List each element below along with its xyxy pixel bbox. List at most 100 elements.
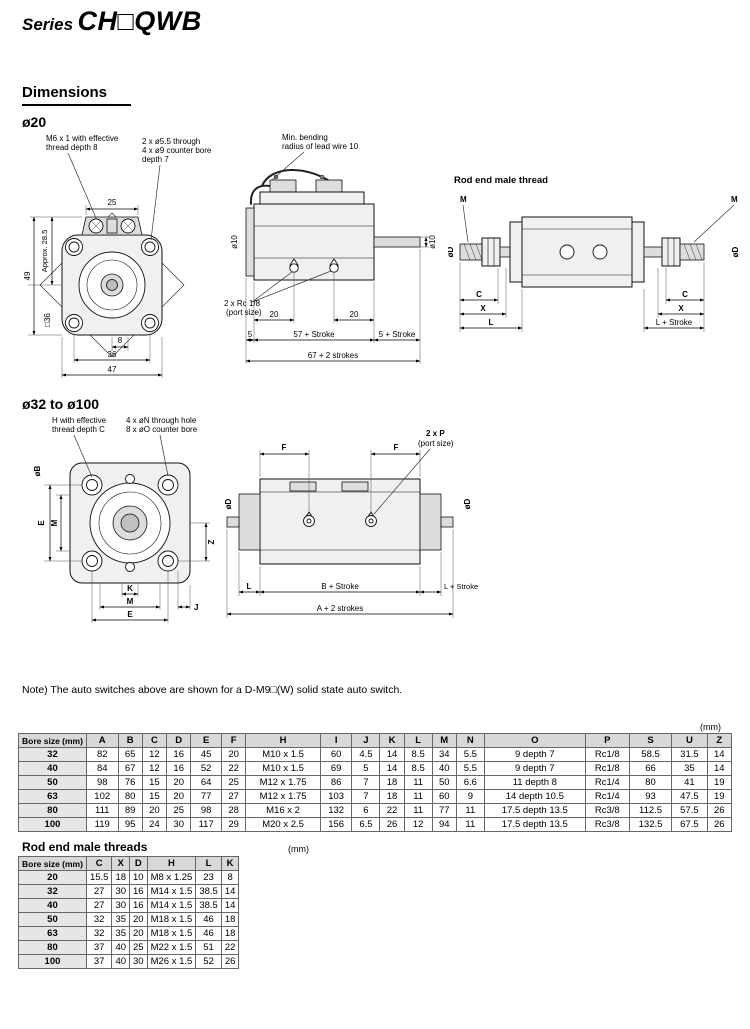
value-cell: 69 xyxy=(319,761,353,776)
value-cell: 156 xyxy=(319,817,353,832)
value-cell: 10 xyxy=(129,870,148,885)
value-cell: Rc1/8 xyxy=(584,747,630,762)
column-header: L xyxy=(195,856,222,871)
value-cell: Rc3/8 xyxy=(584,817,630,832)
holes-note-line3: depth 7 xyxy=(142,155,169,164)
bore-size-cell: 63 xyxy=(18,789,87,804)
value-cell: 30 xyxy=(166,817,192,832)
section-heading-dimensions: Dimensions xyxy=(22,84,132,106)
value-cell: Rc1/4 xyxy=(584,775,630,790)
drawing-bore20-rod-end: Rod end male thread M M øD øD C X L C X … xyxy=(448,175,740,332)
holes-note-line2: 8 x øO counter bore xyxy=(126,425,198,434)
bore-size-cell: 50 xyxy=(18,775,87,790)
value-cell: 67.5 xyxy=(671,817,708,832)
value-cell: 8 xyxy=(220,870,240,885)
value-cell: 14 xyxy=(706,761,733,776)
subsection-bore20: ø20 xyxy=(22,114,47,130)
value-cell: 22 xyxy=(220,761,247,776)
value-cell: 28 xyxy=(220,803,247,818)
value-cell: 45 xyxy=(190,747,222,762)
column-header: Bore size (mm) xyxy=(18,733,87,748)
thread-hole-bottom xyxy=(125,562,135,572)
end-plate-left xyxy=(509,221,523,283)
value-cell: 18 xyxy=(379,775,405,790)
page-title: Series CH□QWB xyxy=(22,6,202,37)
value-cell: 132.5 xyxy=(628,817,673,832)
column-header: C xyxy=(85,856,113,871)
column-header: N xyxy=(455,733,485,748)
value-cell: 11 depth 8 xyxy=(483,775,586,790)
dim-label-approx-28-5: Approx. 28.5 xyxy=(40,230,49,273)
value-cell: 89 xyxy=(117,803,143,818)
value-cell: 98 xyxy=(85,775,119,790)
value-cell: 93 xyxy=(628,789,673,804)
port xyxy=(289,263,299,273)
value-cell: 4.5 xyxy=(351,747,381,762)
value-cell: 26 xyxy=(706,817,733,832)
column-header: E xyxy=(190,733,222,748)
bracket-center-boss xyxy=(106,218,118,234)
column-header: D xyxy=(129,856,148,871)
bore-size-cell: 63 xyxy=(18,926,87,941)
end-plate xyxy=(245,207,255,277)
drawing-bore20-side-view: Min. bending radius of lead wire 10 ø10 … xyxy=(224,133,437,364)
column-header: L xyxy=(403,733,433,748)
value-cell: 8.5 xyxy=(403,747,433,762)
dim-label-diaD-left: øD xyxy=(448,246,455,257)
cylinder-body xyxy=(253,203,375,281)
body-bolt xyxy=(559,244,575,260)
value-cell: M22 x 1.5 xyxy=(146,940,197,955)
dim-label-25: 25 xyxy=(108,198,117,207)
value-cell: 20 xyxy=(220,747,247,762)
dim-label-e-bottom: E xyxy=(127,610,133,619)
value-cell: 26 xyxy=(379,817,405,832)
value-cell: 6 xyxy=(351,803,381,818)
value-cell: Rc1/4 xyxy=(584,789,630,804)
dim-label-f-right: F xyxy=(394,443,399,452)
bore20-front-geometry xyxy=(39,212,185,358)
value-cell: 16 xyxy=(129,898,148,913)
thread-note-line1: M6 x 1 with effective xyxy=(46,134,119,143)
dim-label-l-left: L xyxy=(489,318,494,327)
dim-label-l-stroke-right: L + Stroke xyxy=(656,318,693,327)
value-cell: M8 x 1.25 xyxy=(146,870,197,885)
value-cell: 35 xyxy=(111,926,131,941)
value-cell: 9 depth 7 xyxy=(483,761,586,776)
end-boss-left xyxy=(238,493,261,551)
subsection-bore32: ø32 to ø100 xyxy=(22,396,100,412)
port xyxy=(329,263,339,273)
rod-left xyxy=(499,246,511,258)
rod-left xyxy=(226,516,240,528)
port-note-line2: (port size) xyxy=(418,439,454,448)
port-note-line2: (port size) xyxy=(226,308,262,317)
value-cell: 14 xyxy=(379,747,405,762)
value-cell: 11 xyxy=(455,803,485,818)
bore32-side-dimension-lines xyxy=(226,448,454,618)
drawing-bore32-side-view: F F 2 x P (port size) øD øD L B + Stroke… xyxy=(224,429,478,618)
value-cell: 132 xyxy=(319,803,353,818)
value-cell: 50 xyxy=(431,775,457,790)
value-cell: 37 xyxy=(85,940,113,955)
dim-label-57-stroke: 57 + Stroke xyxy=(293,330,335,339)
column-header: U xyxy=(671,733,708,748)
column-header: M xyxy=(431,733,457,748)
value-cell: 46 xyxy=(195,926,222,941)
rod-end-geometry xyxy=(459,216,705,288)
bend-note-line2: radius of lead wire 10 xyxy=(282,142,359,151)
value-cell: 12 xyxy=(403,817,433,832)
port-note-line1: 2 x P xyxy=(426,429,445,438)
value-cell: 6.5 xyxy=(351,817,381,832)
column-header: H xyxy=(245,733,321,748)
dim-label-m-left: M xyxy=(50,519,59,526)
value-cell: 29 xyxy=(220,817,247,832)
column-header: D xyxy=(166,733,192,748)
port-note-line1: 2 x Rc 1/8 xyxy=(224,299,261,308)
